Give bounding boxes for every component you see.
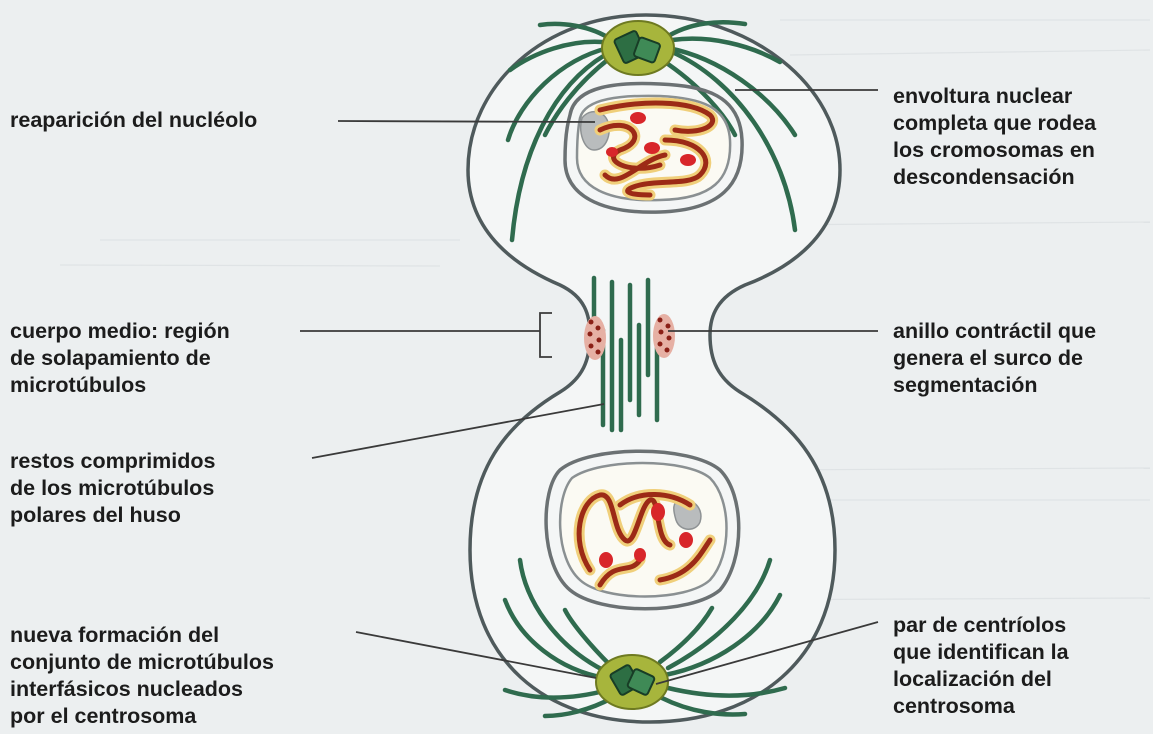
top-centrosome [602,21,674,75]
label-nucleolus-reappearance: reaparición del nucléolo [10,107,257,134]
label-contractile-ring: anillo contráctil que genera el surco de… [893,318,1096,399]
bottom-centrosome [596,655,668,709]
label-spindle-remnants: restos comprimidos de los microtúbulos p… [10,448,216,529]
label-nuclear-envelope: envoltura nuclear completa que rodea los… [893,83,1096,191]
leader-nucleolus [338,121,595,122]
midbody-bracket [540,313,552,357]
label-centriole-pair: par de centríolos que identifican la loc… [893,612,1069,720]
label-midbody: cuerpo medio: región de solapamiento de … [10,318,230,399]
label-new-microtubule-array: nueva formación del conjunto de microtúb… [10,622,274,730]
